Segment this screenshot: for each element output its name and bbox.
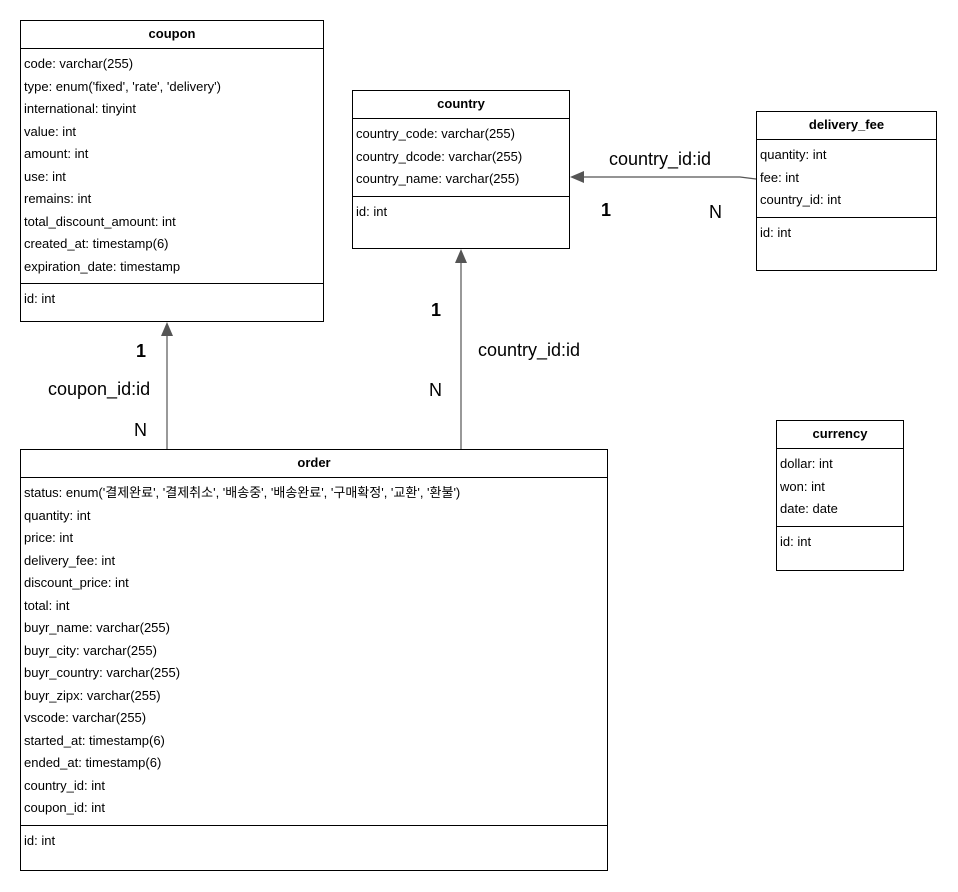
attribute: country_id: int (24, 777, 105, 793)
attribute: status: enum('결제완료', '결제취소', '배송중', '배송완… (24, 485, 461, 500)
attribute: quantity: int (24, 507, 91, 523)
attribute: fee: int (760, 169, 800, 185)
relation-label-order-country: country_id:id (478, 340, 581, 360)
attribute: value: int (24, 123, 77, 139)
attribute: country_id: int (760, 192, 841, 207)
attribute: coupon_id: int (24, 800, 105, 815)
entity-title: order (21, 450, 607, 478)
attribute-list: country_code: varchar(255) country_dcode… (353, 119, 569, 197)
attribute: quantity: int (760, 147, 827, 162)
cardinality-one: 1 (136, 341, 147, 361)
entity-country[interactable]: country country_code: varchar(255) count… (352, 90, 570, 249)
key-list: id: int (777, 527, 903, 554)
delivery-country-arrowhead (570, 171, 584, 183)
order-country-arrowhead (455, 249, 467, 263)
entity-currency[interactable]: currency dollar: int won: int date: date… (776, 420, 904, 571)
entity-title: currency (777, 421, 903, 449)
attribute: ended_at: timestamp(6) (24, 755, 162, 770)
entity-title: coupon (21, 21, 323, 49)
attribute: amount: int (24, 146, 89, 161)
primary-key: id: int (356, 203, 388, 219)
attribute-list: dollar: int won: int date: date (777, 449, 903, 527)
cardinality-one: 1 (431, 300, 442, 320)
attribute: country_dcode: varchar(255) (356, 148, 523, 164)
attribute: total_discount_amount: int (24, 213, 176, 229)
attribute: use: int (24, 168, 66, 184)
entity-title: delivery_fee (757, 112, 936, 140)
cardinality-many: N (709, 202, 722, 222)
relation-label-delivery-country: country_id:id (609, 149, 712, 169)
attribute: delivery_fee: int (24, 552, 116, 568)
entity-coupon[interactable]: coupon code: varchar(255) type: enum('fi… (20, 20, 324, 322)
attribute: expiration_date: timestamp (24, 258, 181, 274)
attribute: won: int (780, 478, 825, 494)
attribute: dollar: int (780, 456, 833, 471)
order-coupon-arrowhead (161, 322, 173, 336)
attribute-list: quantity: int fee: int country_id: int (757, 140, 936, 218)
relation-label-order-coupon: coupon_id:id (48, 379, 151, 399)
attribute: buyr_country: varchar(255) (24, 665, 181, 680)
attribute: type: enum('fixed', 'rate', 'delivery') (24, 78, 221, 94)
attribute: created_at: timestamp(6) (24, 236, 169, 251)
attribute: buyr_zipx: varchar(255) (24, 687, 161, 703)
attribute: date: date (780, 501, 838, 516)
attribute-list: status: enum('결제완료', '결제취소', '배송중', '배송완… (21, 478, 607, 826)
primary-key: id: int (780, 533, 812, 549)
entity-order[interactable]: order status: enum('결제완료', '결제취소', '배송중'… (20, 449, 608, 871)
entity-delivery-fee[interactable]: delivery_fee quantity: int fee: int coun… (756, 111, 937, 271)
key-list: id: int (21, 284, 323, 311)
entity-title: country (353, 91, 569, 119)
attribute: price: int (24, 530, 74, 545)
attribute: vscode: varchar(255) (24, 710, 147, 725)
attribute: started_at: timestamp(6) (24, 732, 165, 748)
attribute: buyr_city: varchar(255) (24, 642, 157, 658)
attribute: buyr_name: varchar(255) (24, 620, 170, 635)
key-list: id: int (757, 218, 936, 245)
cardinality-one: 1 (601, 200, 612, 220)
attribute: country_name: varchar(255) (356, 171, 520, 186)
attribute: code: varchar(255) (24, 56, 134, 71)
attribute: total: int (24, 597, 70, 613)
key-list: id: int (353, 197, 569, 224)
primary-key: id: int (24, 291, 56, 306)
primary-key: id: int (24, 832, 56, 848)
key-list: id: int (21, 826, 607, 853)
attribute: international: tinyint (24, 101, 137, 116)
attribute-list: code: varchar(255) type: enum('fixed', '… (21, 49, 323, 284)
cardinality-many: N (134, 420, 147, 440)
attribute: remains: int (24, 191, 92, 206)
cardinality-many: N (429, 380, 442, 400)
delivery-country-connector (583, 176, 757, 180)
primary-key: id: int (760, 224, 792, 240)
attribute: discount_price: int (24, 575, 129, 590)
attribute: country_code: varchar(255) (356, 126, 515, 141)
